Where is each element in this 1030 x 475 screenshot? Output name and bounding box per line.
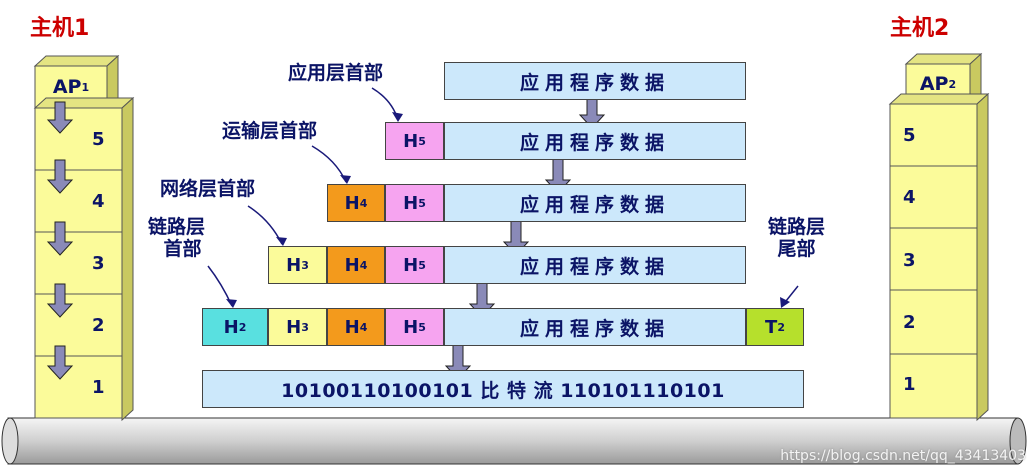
host1-title: 主机1 xyxy=(30,16,90,41)
row5-h2-sub: 2 xyxy=(238,320,247,334)
host1-stack xyxy=(33,54,135,422)
row2-h5-sub: 5 xyxy=(418,134,426,148)
host1-layer-1: 1 xyxy=(92,377,105,398)
host1-layer-3: 3 xyxy=(92,253,105,274)
bit-stream: 10100110100101 比 特 流 110101110101 xyxy=(202,370,804,408)
row5-h4-sub: 4 xyxy=(359,320,368,334)
label-link-header-line2: 首部 xyxy=(163,238,202,260)
row5-t2-main: T xyxy=(765,316,778,338)
row5-t2-sub: 2 xyxy=(777,320,785,334)
label-app-header: 应用层首部 xyxy=(288,62,384,84)
label-link-trailer-line1: 链路层 xyxy=(768,216,826,238)
row4-h3-sub: 3 xyxy=(301,258,309,272)
row2-app-data: 应用程序数据 xyxy=(444,122,746,160)
row3-h5-sub: 5 xyxy=(418,196,426,210)
label-link-trailer-line2: 尾部 xyxy=(777,238,816,260)
row3-h4-sub: 4 xyxy=(359,196,368,210)
host2-layer-3: 3 xyxy=(903,250,916,271)
host2-layer-4: 4 xyxy=(903,187,916,208)
row1-app-data: 应用程序数据 xyxy=(444,62,746,100)
row5-h3-main: H xyxy=(286,316,302,338)
row5-h5-main: H xyxy=(403,316,419,338)
pointer-heads xyxy=(226,112,790,308)
host2-layer-1: 1 xyxy=(903,374,916,395)
row5-h5-sub: 5 xyxy=(418,320,426,334)
row5-h4-main: H xyxy=(344,316,360,338)
host2-ap-sub: 2 xyxy=(948,77,957,91)
row5-h2-main: H xyxy=(223,316,239,338)
label-transport-header: 运输层首部 xyxy=(222,120,318,142)
row4-h4-main: H xyxy=(344,254,360,276)
watermark: https://blog.csdn.net/qq_43413403 xyxy=(780,448,1026,464)
row4-h5-sub: 5 xyxy=(418,258,426,272)
host1-ap-main: AP xyxy=(52,76,82,98)
host2-title: 主机2 xyxy=(890,16,950,41)
host2-layer-5: 5 xyxy=(903,125,916,146)
label-link-trailer: 链路层 尾部 xyxy=(768,216,825,260)
host1-down-arrows xyxy=(46,101,74,380)
host1-layer-5: 5 xyxy=(92,129,105,150)
row5-h3-sub: 3 xyxy=(301,320,309,334)
row3-app-data: 应用程序数据 xyxy=(444,184,746,222)
row4-h5-main: H xyxy=(403,254,419,276)
host2-layer-2: 2 xyxy=(903,312,916,333)
label-network-header: 网络层首部 xyxy=(160,178,256,200)
row4-app-data: 应用程序数据 xyxy=(444,246,746,284)
label-link-header: 链路层 首部 xyxy=(148,216,205,260)
row3-h4-main: H xyxy=(344,192,360,214)
row2-h5-main: H xyxy=(403,130,419,152)
label-link-header-line1: 链路层 xyxy=(148,216,206,238)
host1-ap-sub: 1 xyxy=(81,80,90,94)
row5-app-data: 应用程序数据 xyxy=(444,308,746,346)
host2-ap-main: AP xyxy=(919,73,949,95)
row4-h4-sub: 4 xyxy=(359,258,368,272)
row3-h5-main: H xyxy=(403,192,419,214)
host1-layer-2: 2 xyxy=(92,315,105,336)
host1-layer-4: 4 xyxy=(92,191,105,212)
transmission-cable xyxy=(1,417,1027,465)
row4-h3-main: H xyxy=(286,254,302,276)
host2-stack xyxy=(888,52,990,422)
